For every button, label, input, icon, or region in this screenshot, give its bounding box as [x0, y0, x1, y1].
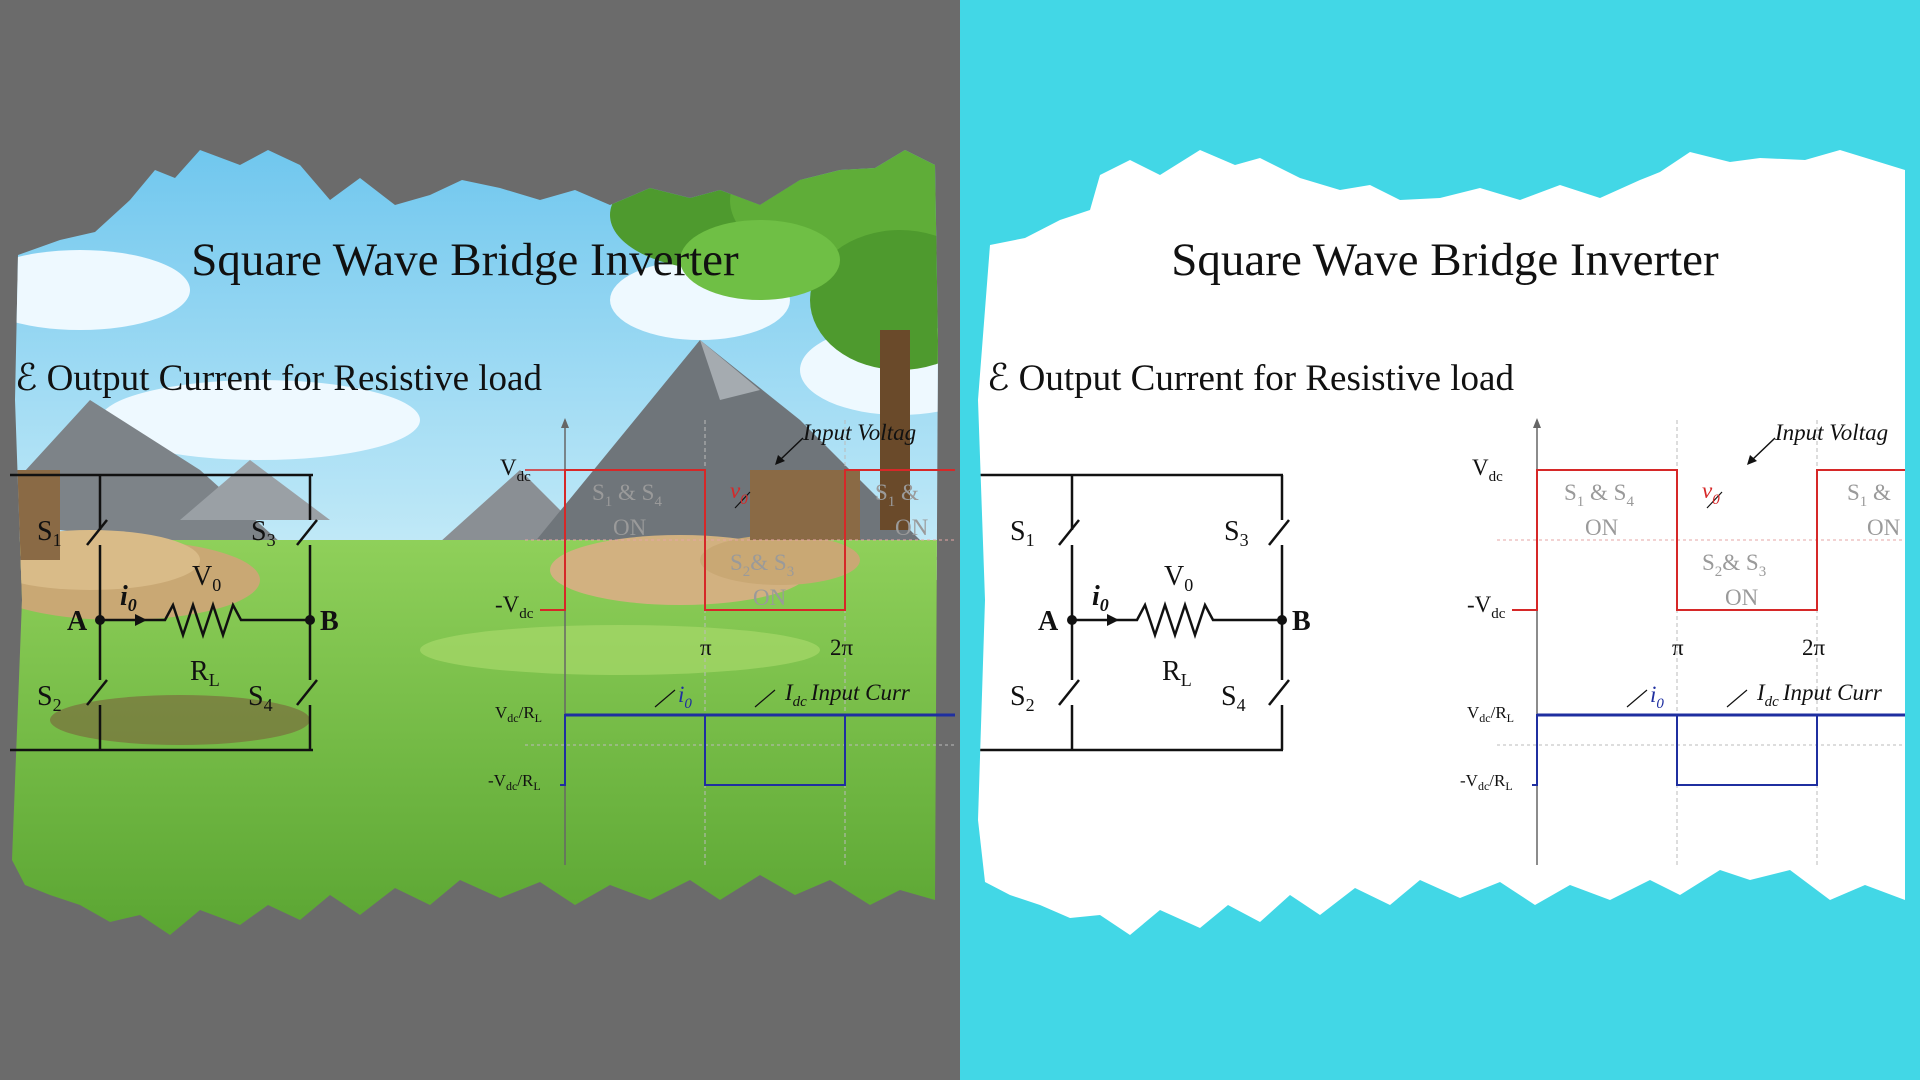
node-b-label-clean: B: [1292, 606, 1311, 637]
bridge-circuit: [10, 473, 318, 752]
switch-s2-label: S2: [37, 681, 62, 715]
left-canvas: Square Wave Bridge Inverter ℰ Output Cur…: [0, 0, 960, 1080]
s1-s4-on-label-clean: ON: [1585, 515, 1619, 540]
s1-partial-on-label: ON: [895, 515, 929, 540]
switch-s3-label: S3: [251, 516, 276, 550]
load-resistor-clean: [1072, 601, 1282, 639]
pi-label-clean: π: [1672, 635, 1684, 660]
node-a-dot-clean: [1067, 615, 1077, 625]
s1-s4-on-label: ON: [613, 515, 647, 540]
slide-subtitle: ℰ Output Current for Resistive load: [15, 358, 542, 399]
switch-s1-symbol: [86, 519, 108, 546]
v0-label-clean: v0: [1702, 478, 1720, 508]
switch-s3-label-clean: S3: [1224, 516, 1249, 550]
v0-label: v0: [730, 478, 748, 508]
slide-subtitle-clean: ℰ Output Current for Resistive load: [987, 358, 1514, 399]
current-arrow-clean: [1107, 614, 1119, 626]
vdc-label: Vdc: [500, 455, 531, 485]
node-a-dot: [95, 615, 105, 625]
switch-s2-label-clean: S2: [1010, 681, 1035, 715]
load-resistor-label-clean: RL: [1162, 656, 1192, 690]
s1-partial-label: S1 &: [875, 480, 919, 510]
output-voltage-label: V0: [192, 561, 221, 595]
switch-s3-symbol: [296, 519, 318, 546]
right-canvas: Square Wave Bridge Inverter ℰ Output Cur…: [960, 0, 1920, 1080]
switch-s4-symbol: [296, 679, 318, 706]
bridge-circuit-clean: [980, 473, 1290, 752]
input-voltage-label-clean: Input Voltag: [1774, 420, 1888, 445]
output-current-waveform: [560, 714, 955, 786]
s1-partial-on-label-clean: ON: [1867, 515, 1901, 540]
output-current-waveform-clean: [1532, 714, 1905, 786]
pi-label: π: [700, 635, 712, 660]
s1-s4-label: S1 & S4: [592, 480, 662, 510]
load-resistor: [100, 601, 310, 639]
node-a-label-clean: A: [1038, 606, 1059, 637]
vdc-rl-label: Vdc/RL: [495, 703, 542, 725]
switch-s2-symbol-clean: [1058, 679, 1080, 706]
switch-s4-symbol-clean: [1268, 679, 1290, 706]
s2-s3-on-label-clean: ON: [1725, 585, 1759, 610]
switch-s1-label: S1: [37, 516, 62, 550]
switch-s3-symbol-clean: [1268, 519, 1290, 546]
neg-vdc-rl-label-clean: -Vdc/RL: [1460, 771, 1513, 793]
s1-s4-label-clean: S1 & S4: [1564, 480, 1634, 510]
switch-s4-label-clean: S4: [1221, 681, 1246, 715]
s1-partial-label-clean: S1 &: [1847, 480, 1891, 510]
s2-s3-label-clean: S2& S3: [1702, 550, 1766, 580]
slide-clean: Square Wave Bridge Inverter ℰ Output Cur…: [980, 234, 1905, 865]
output-voltage-waveform: [540, 469, 955, 611]
current-label: i0: [120, 581, 137, 615]
i0-label-clean: i0: [1650, 682, 1664, 712]
two-pi-label-clean: 2π: [1802, 635, 1826, 660]
neg-vdc-rl-label: -Vdc/RL: [488, 771, 541, 793]
output-voltage-label-clean: V0: [1164, 561, 1193, 595]
slide-title: Square Wave Bridge Inverter: [191, 234, 739, 286]
input-voltage-label: Input Voltag: [802, 420, 916, 445]
left-panel: Square Wave Bridge Inverter ℰ Output Cur…: [0, 0, 960, 1080]
node-b-label: B: [320, 606, 339, 637]
neg-vdc-label: -Vdc: [495, 592, 534, 622]
slide-overlay: Square Wave Bridge Inverter ℰ Output Cur…: [10, 234, 955, 865]
s2-s3-on-label: ON: [753, 585, 787, 610]
switch-s4-label: S4: [248, 681, 273, 715]
load-resistor-label: RL: [190, 656, 220, 690]
right-panel: Square Wave Bridge Inverter ℰ Output Cur…: [960, 0, 1920, 1080]
node-a-label: A: [67, 606, 88, 637]
two-pi-label: 2π: [830, 635, 854, 660]
output-voltage-waveform-clean: [1512, 469, 1905, 611]
switch-s2-symbol: [86, 679, 108, 706]
s2-s3-label: S2& S3: [730, 550, 794, 580]
torn-paper: [978, 150, 1905, 935]
current-label-clean: i0: [1092, 581, 1109, 615]
neg-vdc-label-clean: -Vdc: [1467, 592, 1506, 622]
i0-label: i0: [678, 682, 692, 712]
switch-s1-symbol-clean: [1058, 519, 1080, 546]
slide-title-clean: Square Wave Bridge Inverter: [1171, 234, 1719, 286]
vdc-label-clean: Vdc: [1472, 455, 1503, 485]
node-b-dot-clean: [1277, 615, 1287, 625]
current-arrow: [135, 614, 147, 626]
switch-s1-label-clean: S1: [1010, 516, 1035, 550]
vdc-rl-label-clean: Vdc/RL: [1467, 703, 1514, 725]
node-b-dot: [305, 615, 315, 625]
